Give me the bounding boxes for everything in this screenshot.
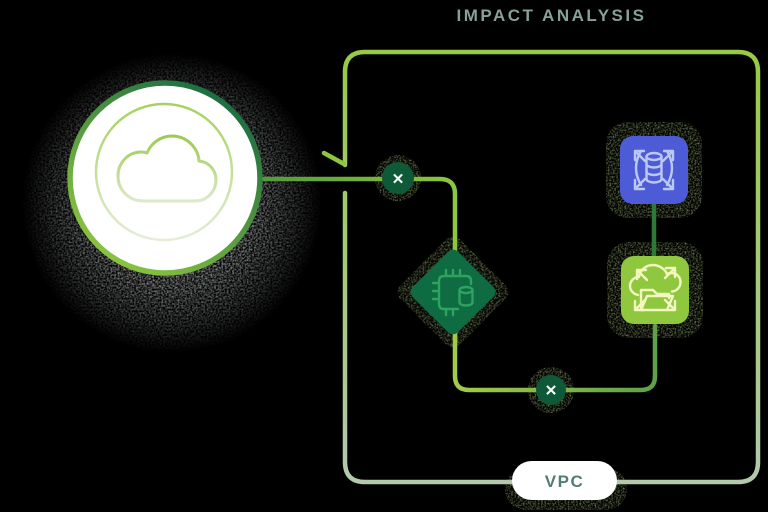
diagram-title: IMPACT ANALYSIS — [456, 6, 647, 25]
vpc-boundary-box — [342, 49, 761, 485]
chip-node-diamond — [410, 249, 496, 335]
x-badge-symbol: ✕ — [545, 383, 558, 400]
x-badge-2[interactable]: ✕ — [536, 375, 566, 405]
boundary-break-icon — [321, 150, 347, 167]
chip-compute-node[interactable] — [408, 247, 499, 338]
vpc-label: VPC — [545, 472, 584, 491]
storage-scale-out-icon — [628, 263, 682, 312]
chip-database-icon — [431, 268, 474, 317]
x-badge-icon — [536, 375, 566, 405]
cloud-outer-circle — [67, 80, 263, 276]
x-badge-symbol: ✕ — [392, 171, 405, 188]
cloud-inner-ring — [94, 102, 234, 242]
database-scaling-node[interactable] — [620, 136, 688, 204]
connector-cloud-to-chip — [259, 176, 458, 343]
vpc-pill[interactable]: VPC — [512, 461, 617, 500]
database-node-square — [620, 136, 688, 204]
database-scale-out-icon — [633, 149, 675, 191]
cloud-node[interactable] — [67, 80, 263, 276]
cloud-icon — [116, 134, 218, 203]
x-badge-1[interactable]: ✕ — [382, 162, 414, 194]
storage-scaling-node[interactable] — [621, 256, 689, 324]
x-badge-icon — [382, 162, 414, 194]
vpc-pill-background — [512, 461, 617, 500]
